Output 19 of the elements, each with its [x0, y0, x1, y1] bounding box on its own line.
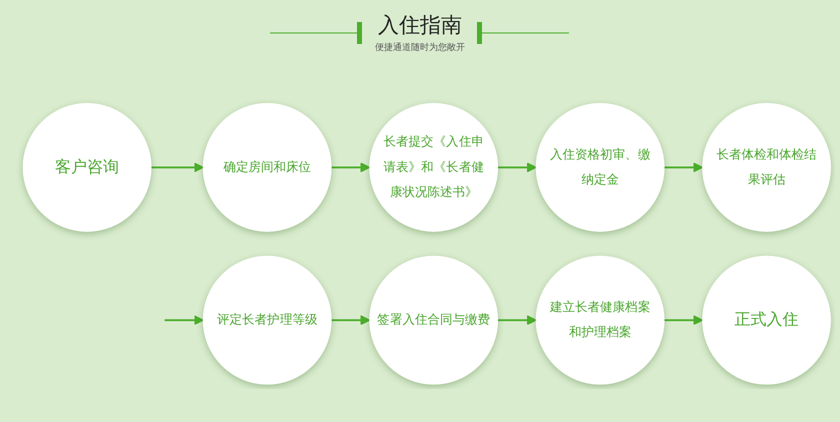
step-circle: 客户咨询	[22, 103, 152, 232]
arrow	[498, 315, 537, 326]
arrow	[664, 162, 704, 173]
step-circle: 入住资格初审、缴纳定金	[536, 103, 665, 232]
step-circle: 建立长者健康档案和护理档案	[536, 256, 665, 385]
arrow	[331, 162, 370, 173]
step-circle: 签署入住合同与缴费	[369, 256, 498, 385]
arrow	[331, 315, 370, 326]
subtitle: 便捷通道随时为您敞开	[375, 42, 465, 54]
step-circle: 正式入住	[702, 256, 831, 385]
step-circle: 长者体检和体检结果评估	[702, 103, 831, 232]
arrow	[664, 315, 704, 326]
title: 入住指南	[378, 12, 462, 38]
step-circle: 长者提交《入住申请表》和《长者健康状况陈述书》	[369, 103, 498, 232]
arrow	[498, 162, 537, 173]
step-circle: 确定房间和床位	[202, 103, 332, 232]
step-circle: 评定长者护理等级	[202, 256, 332, 385]
arrow	[164, 315, 204, 326]
arrow	[150, 162, 204, 173]
